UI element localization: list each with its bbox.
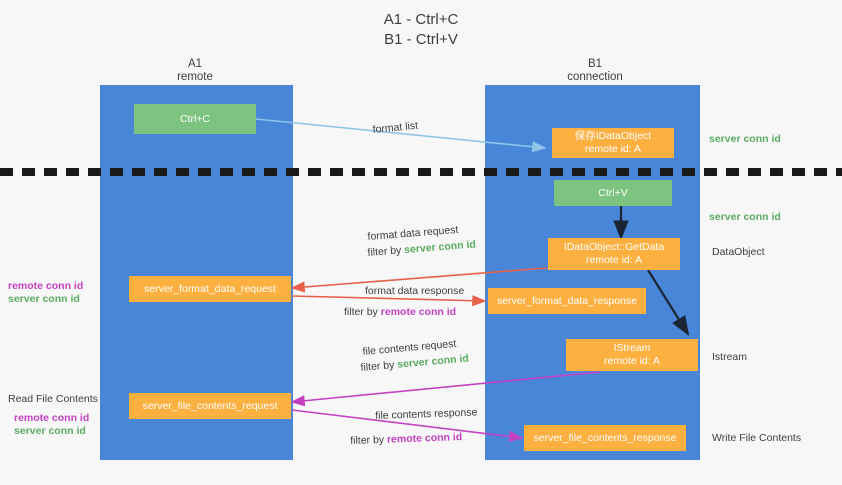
- node-ctrl-v-label: Ctrl+V: [598, 186, 628, 199]
- node-server-format-data-response[interactable]: server_format_data_response: [488, 288, 646, 314]
- page-title: A1 - Ctrl+C B1 - Ctrl+V: [0, 10, 842, 50]
- annotation-server-conn-id-2: server conn id: [14, 425, 86, 437]
- node-server-format-data-request-label: server_format_data_request: [144, 282, 276, 295]
- node-ctrl-c-label: Ctrl+C: [179, 112, 211, 125]
- phase-divider: [0, 168, 842, 176]
- node-ctrl-v[interactable]: Ctrl+V: [554, 180, 672, 206]
- edge-label-format-data-response-filter: filter by remote conn id: [344, 306, 457, 318]
- lane-b1-role: connection: [567, 71, 623, 83]
- node-server-file-contents-request[interactable]: server_file_contents_request: [129, 393, 291, 419]
- node-server-format-data-request[interactable]: server_format_data_request: [129, 276, 291, 302]
- node-server-file-contents-response-label: server_file_contents_response: [533, 431, 677, 444]
- node-save-idataobject[interactable]: 保存IDataObject remote id: A: [552, 128, 674, 158]
- annotation-write-file-contents: Write File Contents: [712, 432, 802, 444]
- node-save-idataobject-line1: 保存IDataObject: [574, 130, 652, 142]
- edge-format-list: [255, 118, 547, 153]
- node-save-idataobject-line2: remote id: A: [584, 143, 642, 155]
- edge-file-contents-response: [291, 409, 524, 443]
- annotation-istream: Istream: [712, 351, 748, 363]
- node-istream-line2: remote id: A: [603, 355, 661, 367]
- lane-b1-name: B1: [587, 58, 603, 70]
- edge-format-data-response: [291, 295, 487, 307]
- node-getdata-line1: IDataObject::GetData: [563, 241, 665, 253]
- edge-getdata-to-istream: [647, 269, 690, 336]
- filter-value-remote-conn-id: remote conn id: [380, 306, 457, 318]
- node-server-format-data-response-label: server_format_data_response: [496, 294, 638, 307]
- edge-label-format-data-response: format data response: [365, 285, 465, 297]
- annotation-remote-conn-id-2: remote conn id: [14, 412, 90, 424]
- annotation-server-conn-id-top: server conn id: [709, 133, 781, 145]
- title-line-2: B1 - Ctrl+V: [384, 31, 458, 48]
- node-server-file-contents-request-label: server_file_contents_request: [142, 399, 278, 412]
- annotation-dataobject: DataObject: [712, 246, 765, 258]
- lane-a1-role: remote: [177, 71, 213, 83]
- title-line-1: A1 - Ctrl+C: [383, 11, 459, 28]
- lane-header-a1: A1 remote: [140, 58, 250, 84]
- annotation-server-conn-id-mid: server conn id: [709, 211, 781, 223]
- node-getdata-line2: remote id: A: [585, 254, 643, 266]
- edge-format-data-request: [290, 267, 548, 293]
- node-istream[interactable]: IStream remote id: A: [566, 339, 698, 371]
- annotation-read-file-contents: Read File Contents: [8, 393, 98, 405]
- annotation-remote-conn-id-1: remote conn id: [8, 280, 84, 292]
- lane-header-b1: B1 connection: [540, 58, 650, 84]
- lane-a1-name: A1: [187, 58, 203, 70]
- node-server-file-contents-response[interactable]: server_file_contents_response: [524, 425, 686, 451]
- filter-value-remote-conn-id-2: remote conn id: [386, 431, 463, 446]
- node-istream-line1: IStream: [613, 342, 651, 354]
- node-ctrl-c[interactable]: Ctrl+C: [134, 104, 256, 134]
- node-getdata[interactable]: IDataObject::GetData remote id: A: [548, 238, 680, 270]
- annotation-server-conn-id-1: server conn id: [8, 293, 80, 305]
- edge-file-contents-request: [290, 371, 601, 407]
